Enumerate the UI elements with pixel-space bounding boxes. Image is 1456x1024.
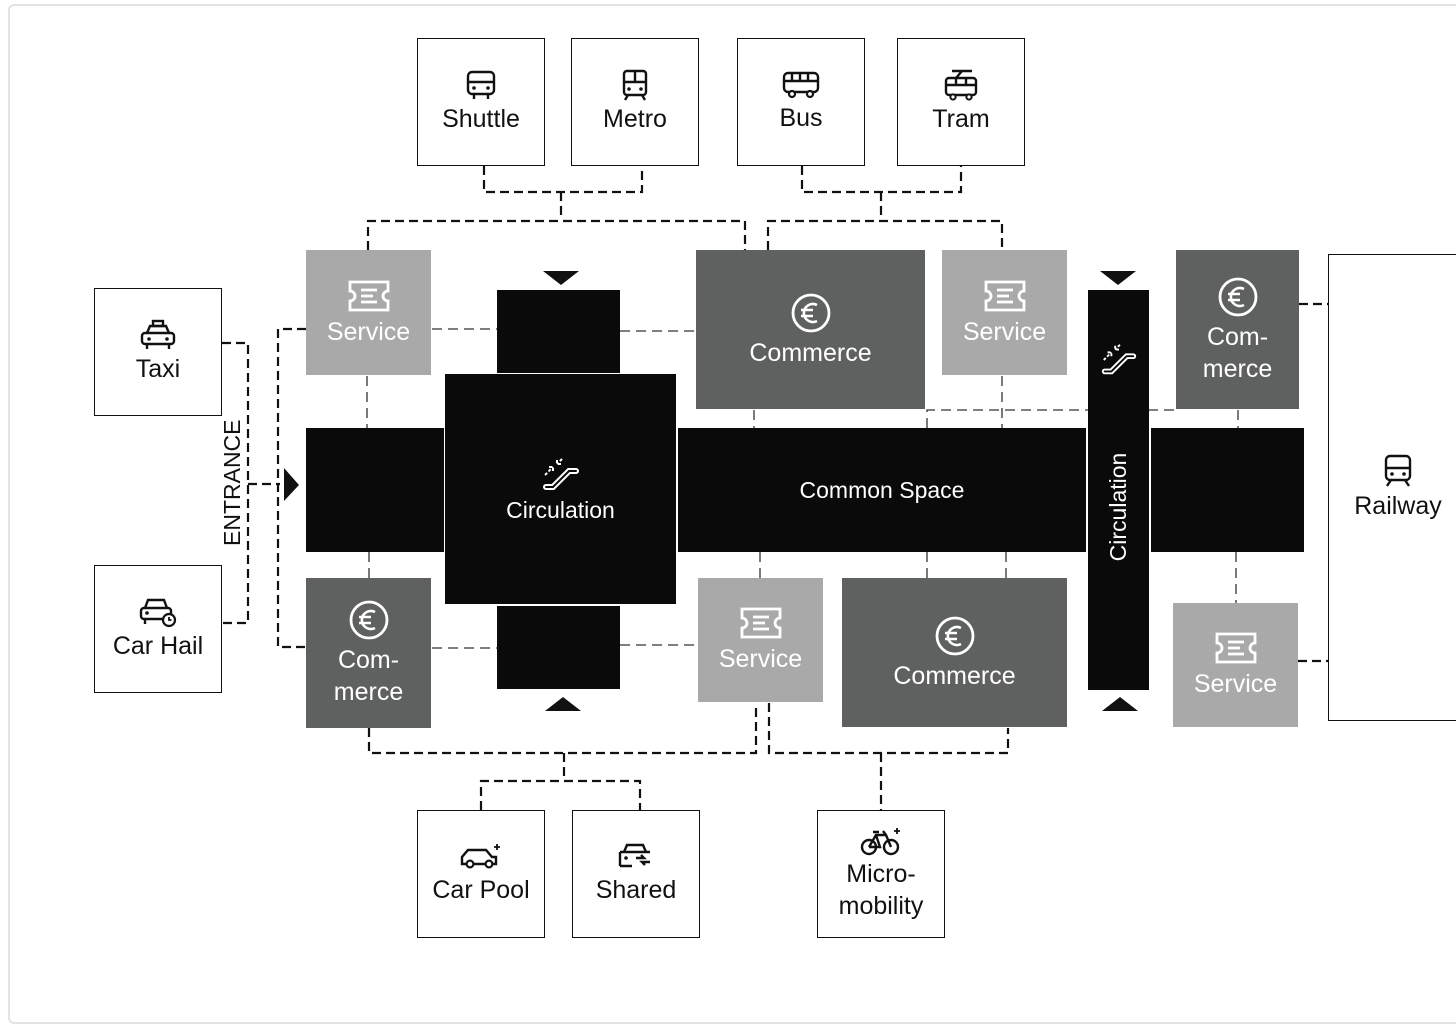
mode-micromobility: Micro- mobility (817, 810, 945, 938)
bus-icon (782, 71, 820, 99)
euro-icon (791, 293, 830, 332)
zone-common-space: Common Space (678, 428, 1086, 552)
mode-railway: Railway (1328, 254, 1456, 721)
mode-shuttle: Shuttle (417, 38, 545, 166)
zone-circulation-vertical (1088, 290, 1149, 690)
block-left-wing (306, 428, 444, 552)
euro-icon (935, 616, 974, 655)
block-right-wing (1151, 428, 1304, 552)
mode-metro-label: Metro (603, 105, 667, 133)
mode-railway-label: Railway (1354, 491, 1442, 520)
zone-commerce-3: Com- merce (306, 578, 431, 728)
mode-micromobility-label: Micro- mobility (838, 860, 924, 920)
zone-service-2-label: Service (962, 317, 1047, 346)
car-hail-icon (139, 598, 177, 628)
arrow-up-left (545, 697, 581, 711)
zone-service-4-label: Service (1193, 670, 1278, 698)
ticket-icon (348, 280, 389, 311)
tram-icon (944, 69, 978, 101)
arrow-up-right (1102, 697, 1138, 711)
block-top-stair (497, 290, 620, 373)
mode-tram-label: Tram (932, 105, 990, 133)
ticket-icon (1215, 632, 1256, 664)
zone-commerce-1-label: Commerce (749, 338, 872, 367)
mode-bus-label: Bus (779, 104, 823, 132)
zone-service-4: Service (1173, 603, 1298, 727)
zone-commerce-4-label: Com- merce (1202, 322, 1273, 383)
mode-bus: Bus (737, 38, 865, 166)
mode-tram: Tram (897, 38, 1025, 166)
entrance-arrow (284, 468, 299, 501)
connector-top-left-bar (366, 219, 747, 250)
zone-common-space-label: Common Space (799, 476, 965, 503)
car-pool-icon (460, 844, 500, 869)
mode-car-hail-label: Car Hail (112, 632, 204, 660)
arrow-down-left (543, 271, 579, 285)
shuttle-icon (466, 70, 496, 99)
zone-commerce-3-label: Com- merce (333, 646, 404, 706)
mode-shared-label: Shared (595, 876, 677, 904)
entrance-label: ENTRANCE (219, 419, 245, 546)
mode-taxi-label: Taxi (135, 355, 181, 383)
mode-shuttle-label: Shuttle (442, 105, 520, 133)
zone-service-2: Service (942, 250, 1067, 375)
connector-bottom-right-bar (767, 703, 1010, 755)
arrow-down-right (1100, 271, 1136, 285)
mode-taxi: Taxi (94, 288, 222, 416)
zone-circulation-main: Circulation (445, 374, 676, 604)
escalator-icon (1101, 344, 1136, 375)
zone-commerce-1: Commerce (696, 250, 925, 409)
mode-shared: Shared (572, 810, 700, 938)
mode-metro: Metro (571, 38, 699, 166)
euro-icon (1218, 277, 1257, 316)
bicycle-icon (860, 828, 900, 856)
euro-icon (349, 600, 388, 640)
connector-bottom-left-bar (367, 703, 758, 755)
mode-car-hail: Car Hail (94, 565, 222, 693)
block-bottom-stair (497, 606, 620, 689)
connector-top-right-bar (766, 219, 1004, 250)
escalator-icon (542, 457, 579, 490)
connector-entrance-bar (276, 327, 306, 649)
zone-commerce-2-label: Commerce (893, 661, 1016, 690)
connector-shuttle-metro (482, 166, 644, 194)
taxi-icon (140, 319, 176, 349)
zone-commerce-4: Com- merce (1176, 250, 1299, 409)
ticket-icon (984, 280, 1025, 311)
train-icon (1384, 454, 1412, 487)
ticket-icon (740, 607, 781, 639)
zone-service-1: Service (306, 250, 431, 375)
mode-car-pool: Car Pool (417, 810, 545, 938)
zone-service-3-label: Service (718, 645, 803, 673)
mode-car-pool-label: Car Pool (432, 876, 530, 904)
connector-carpool-shared (479, 779, 642, 810)
zone-service-3: Service (698, 578, 823, 702)
metro-icon (622, 69, 648, 101)
zone-circulation-main-label: Circulation (506, 496, 615, 523)
zone-circulation-vertical-label: Circulation (1105, 452, 1131, 562)
zone-service-1-label: Service (326, 317, 411, 346)
zone-commerce-2: Commerce (842, 578, 1067, 727)
shared-car-icon (618, 843, 650, 868)
connector-bus-tram (800, 166, 963, 194)
